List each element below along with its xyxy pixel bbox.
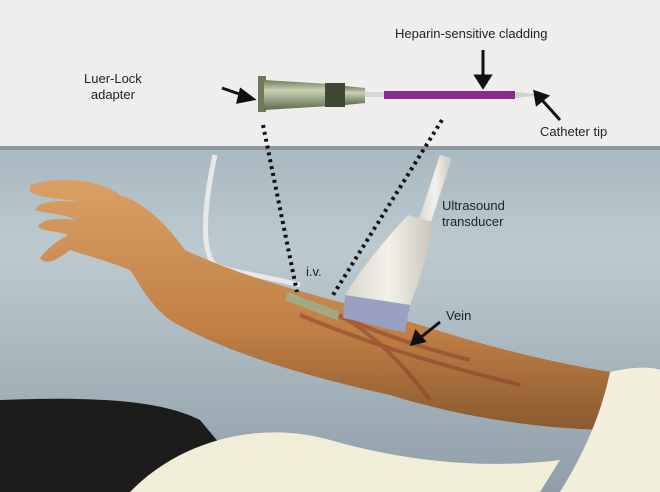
probe-head xyxy=(343,295,410,332)
ultrasound-probe xyxy=(345,215,432,305)
label-ultrasound-line1: Ultrasound xyxy=(442,198,505,213)
dotted-line-luer xyxy=(261,124,299,293)
label-heparin: Heparin-sensitive cladding xyxy=(395,26,548,41)
label-luer-lock: Luer-Lock adapter xyxy=(84,71,142,103)
label-luer-line2: adapter xyxy=(90,87,135,102)
arrows xyxy=(221,50,562,347)
catheter-device xyxy=(258,76,535,112)
catheter-tip xyxy=(515,92,535,98)
arm xyxy=(30,179,640,431)
label-ultrasound-line2: transducer xyxy=(442,214,504,229)
label-vein: Vein xyxy=(446,308,472,323)
white-cloth xyxy=(130,432,560,492)
inserted-catheter xyxy=(285,292,340,320)
label-iv: i.v. xyxy=(306,264,322,279)
label-catheter-tip: Catheter tip xyxy=(540,124,608,139)
white-sleeve xyxy=(560,367,660,492)
heparin-cladding xyxy=(384,91,515,99)
label-ultrasound: Ultrasound transducer xyxy=(442,198,505,230)
probe-cable xyxy=(418,155,452,225)
label-luer-line1: Luer-Lock xyxy=(84,71,142,86)
